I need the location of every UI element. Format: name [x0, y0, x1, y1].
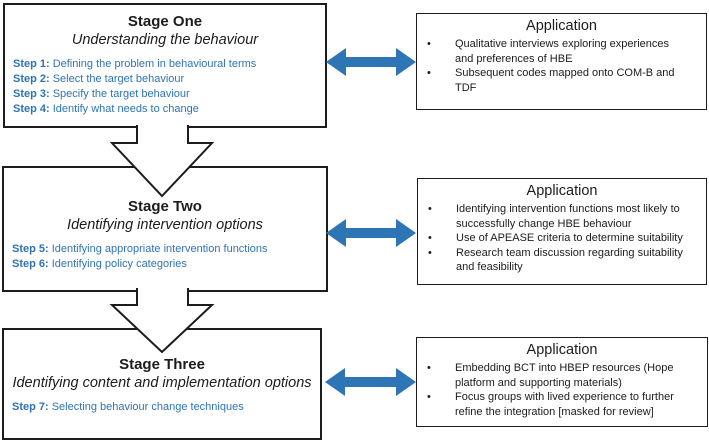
application-bullet-list: • Identifying intervention functions mos… — [418, 202, 706, 275]
bullet-item: • Research team discussion regarding sui… — [418, 246, 706, 275]
bullet-icon: • — [427, 67, 431, 79]
bullet-item: • Identifying intervention functions mos… — [418, 202, 706, 231]
step-label: Step 3: — [13, 88, 50, 100]
step-text: Select the target behaviour — [52, 73, 185, 85]
stage-three-box: Stage Three Identifying content and impl… — [2, 328, 322, 440]
stage-two-steps: Step 5:Identifying appropriate intervent… — [4, 242, 326, 272]
stage-one-subtitle: Understanding the behaviour — [71, 32, 259, 48]
bullet-text: Focus groups with lived experience to fu… — [455, 391, 674, 418]
step-item: Step 7:Selecting behaviour change techni… — [12, 400, 316, 415]
bullet-text: Subsequent codes mapped onto COM-B and T… — [455, 67, 675, 94]
step-label: Step 2: — [13, 73, 50, 85]
bullet-icon: • — [428, 246, 432, 259]
application-title: Application — [526, 18, 597, 34]
bullet-text: Qualitative interviews exploring experie… — [455, 38, 669, 65]
application-box-stage-two: Application • Identifying intervention f… — [417, 178, 707, 285]
step-label: Step 6: — [12, 258, 49, 270]
double-arrow-icon — [326, 48, 416, 76]
bullet-icon: • — [427, 38, 431, 50]
step-text: Identify what needs to change — [52, 103, 199, 115]
application-bullet-list: • Embedding BCT into HBEP resources (Hop… — [417, 361, 707, 419]
application-title: Application — [526, 183, 598, 199]
bullet-icon: • — [427, 362, 431, 374]
step-text: Identifying appropriate intervention fun… — [51, 243, 268, 255]
stage-two-title: Stage Two — [128, 198, 202, 215]
step-text: Specify the target behaviour — [52, 88, 190, 100]
stage-one-box: Stage One Understanding the behaviour St… — [3, 3, 327, 128]
bullet-item: • Embedding BCT into HBEP resources (Hop… — [417, 361, 707, 390]
step-label: Step 5: — [12, 243, 49, 255]
stage-three-subtitle: Identifying content and implementation o… — [12, 375, 312, 391]
bullet-item: • Focus groups with lived experience to … — [417, 390, 707, 419]
step-text: Selecting behaviour change techniques — [51, 401, 244, 413]
stage-three-steps: Step 7:Selecting behaviour change techni… — [4, 400, 320, 415]
application-bullet-list: • Qualitative interviews exploring exper… — [417, 37, 706, 95]
double-arrow-icon — [325, 368, 416, 396]
application-title: Application — [526, 342, 598, 358]
application-box-stage-three: Application • Embedding BCT into HBEP re… — [416, 337, 708, 427]
bullet-item: • Qualitative interviews exploring exper… — [417, 37, 706, 66]
bullet-icon: • — [427, 391, 431, 403]
stage-two-subtitle: Identifying intervention options — [67, 217, 263, 233]
stage-three-title: Stage Three — [119, 356, 205, 373]
bullet-item: • Subsequent codes mapped onto COM-B and… — [417, 66, 706, 95]
step-text: Identifying policy categories — [51, 258, 187, 270]
bullet-text: Research team discussion regarding suita… — [456, 246, 683, 274]
step-item: Step 1:Defining the problem in behaviour… — [13, 57, 321, 72]
application-box-stage-one: Application • Qualitative interviews exp… — [416, 13, 707, 110]
step-label: Step 1: — [13, 58, 50, 70]
step-item: Step 3:Specify the target behaviour — [13, 87, 321, 102]
step-item: Step 4:Identify what needs to change — [13, 102, 321, 117]
stage-one-steps: Step 1:Defining the problem in behaviour… — [5, 57, 325, 117]
bullet-icon: • — [428, 203, 432, 215]
bullet-text: Use of APEASE criteria to determine suit… — [456, 232, 683, 244]
stage-two-box: Stage Two Identifying intervention optio… — [2, 166, 328, 292]
step-text: Defining the problem in behavioural term… — [52, 58, 257, 70]
step-item: Step 5:Identifying appropriate intervent… — [12, 242, 322, 257]
step-label: Step 7: — [12, 401, 49, 413]
bullet-icon: • — [428, 232, 432, 244]
stage-one-title: Stage One — [127, 13, 203, 30]
step-item: Step 2:Select the target behaviour — [13, 72, 321, 87]
step-label: Step 4: — [13, 103, 50, 115]
double-arrow-icon — [326, 219, 416, 247]
step-item: Step 6:Identifying policy categories — [12, 257, 322, 272]
bullet-item: • Use of APEASE criteria to determine su… — [418, 231, 706, 246]
bullet-text: Identifying intervention functions most … — [456, 203, 680, 230]
bullet-text: Embedding BCT into HBEP resources (Hope … — [455, 362, 674, 389]
